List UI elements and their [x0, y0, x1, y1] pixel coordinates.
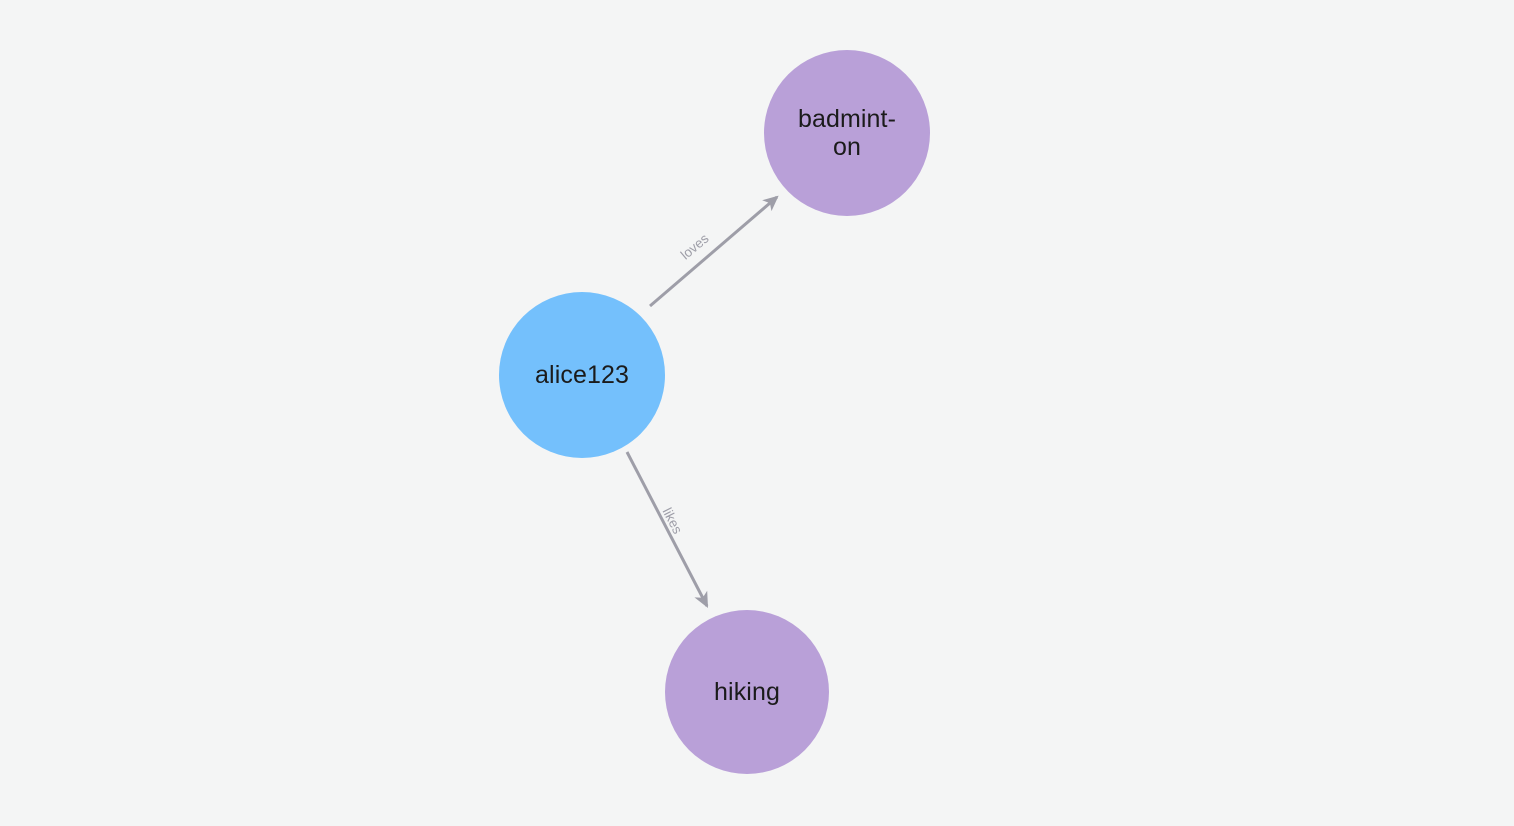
graph-node-hiking[interactable]: hiking — [665, 610, 829, 774]
graph-node-alice123[interactable]: alice123 — [499, 292, 665, 458]
edge-line-loves[interactable] — [649, 195, 779, 308]
graph-node-label-alice123: alice123 — [535, 361, 629, 389]
graph-node-badminton[interactable]: badmint- on — [764, 50, 930, 216]
edge-line-likes[interactable] — [625, 451, 709, 608]
graph-node-label-badminton: badmint- on — [797, 105, 897, 161]
graph-node-label-hiking: hiking — [714, 678, 780, 706]
